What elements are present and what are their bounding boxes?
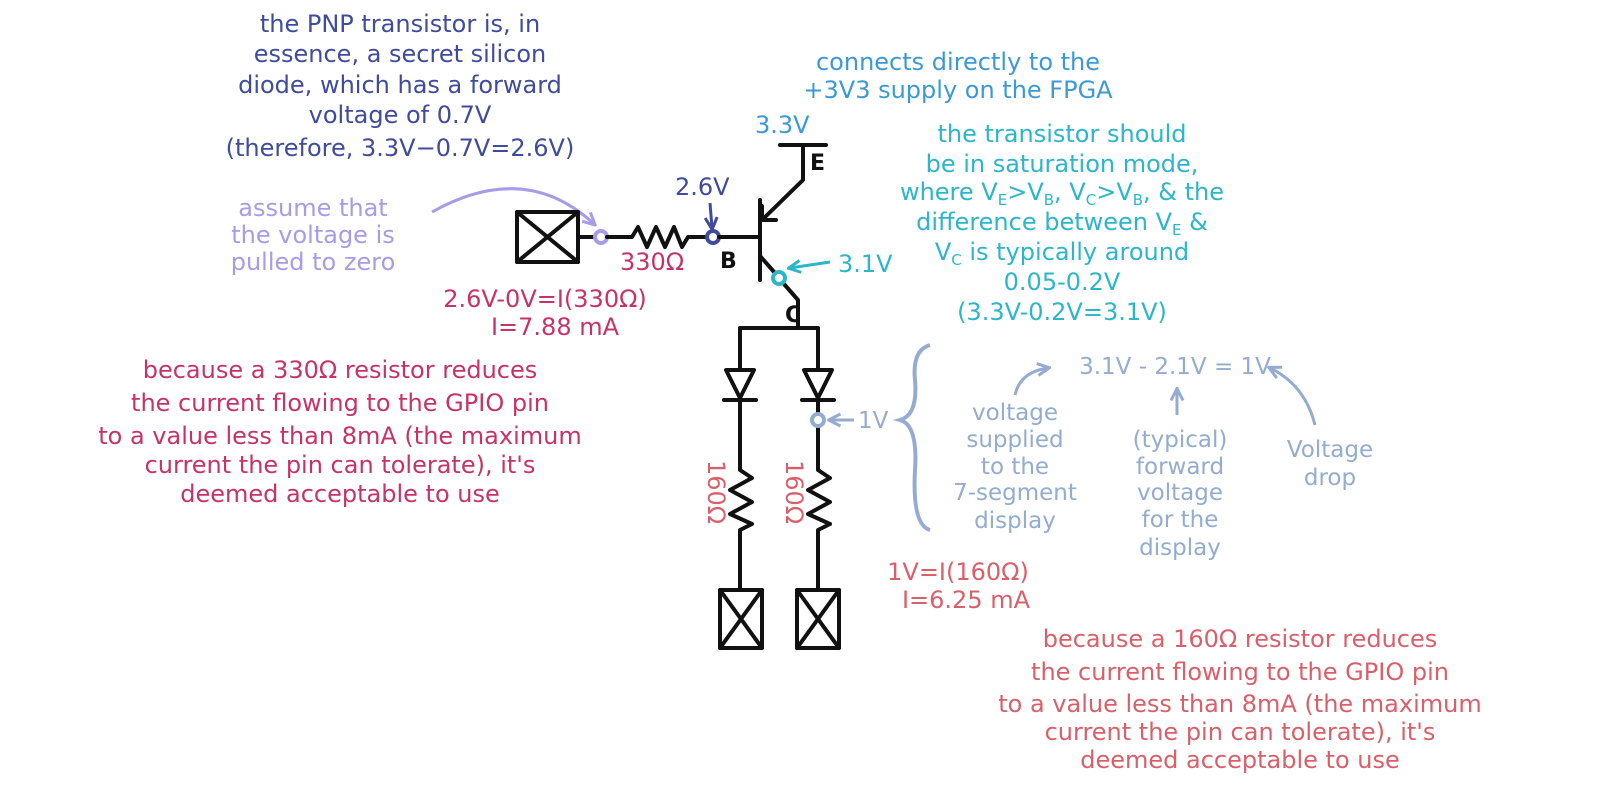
note-line: be in saturation mode,	[926, 150, 1199, 178]
reason-line: deemed acceptable to use	[180, 480, 500, 508]
led-left	[722, 368, 758, 402]
led-right	[800, 368, 836, 402]
drop-label: Voltage drop	[1287, 437, 1373, 491]
node-marker	[771, 270, 787, 286]
pnp-transistor	[758, 143, 828, 330]
reason-line: to a value less than 8mA (the maximum	[98, 422, 581, 450]
supply-note: connects directly to the +3V3 supply on …	[803, 48, 1113, 104]
collector-label: C	[785, 303, 801, 328]
segment-reason: because a 160Ω resistor reduces the curr…	[998, 625, 1481, 774]
label-line: for the	[1142, 507, 1219, 533]
reason-line: the current flowing to the GPIO pin	[131, 389, 549, 417]
label-line: supplied	[966, 427, 1063, 453]
assume-note: assume that the voltage is pulled to zer…	[231, 194, 396, 276]
drop-equation: 3.1V - 2.1V = 1V	[1079, 354, 1271, 380]
supply-voltage-label: 3.3V	[755, 111, 810, 139]
note-line: where VE>VB, VC>VB, & the	[900, 178, 1224, 209]
segment-resistor-label: 160Ω	[780, 460, 808, 524]
label-line: to the	[981, 454, 1049, 480]
saturation-note: the transistor should be in saturation m…	[900, 120, 1224, 326]
note-line: 0.05-0.2V	[1004, 268, 1121, 296]
note-line: assume that	[238, 194, 387, 222]
gpio-box-right	[795, 588, 841, 650]
calc-line: I=6.25 mA	[902, 586, 1031, 614]
calc-line: 1V=I(160Ω)	[887, 558, 1029, 586]
calc-line: I=7.88 mA	[491, 313, 620, 341]
pnp-note: the PNP transistor is, in essence, a sec…	[226, 10, 575, 162]
resistor-160-left	[728, 398, 754, 592]
reason-line: current the pin can tolerate), it's	[145, 451, 536, 479]
brace-icon	[892, 343, 931, 532]
note-line: diode, which has a forward	[238, 71, 562, 99]
segment-calc: 1V=I(160Ω) I=6.25 mA	[887, 558, 1030, 614]
arrow-icon	[790, 262, 831, 268]
label-line: display	[974, 508, 1056, 534]
base-calc: 2.6V-0V=I(330Ω) I=7.88 mA	[443, 285, 647, 341]
label-line: display	[1139, 535, 1221, 561]
base-reason: because a 330Ω resistor reduces the curr…	[98, 356, 581, 508]
note-line: difference between VE &	[916, 208, 1208, 239]
note-line: (3.3V-0.2V=3.1V)	[957, 298, 1167, 326]
reason-line: the current flowing to the GPIO pin	[1031, 658, 1449, 686]
circuit: E B C	[515, 143, 841, 650]
label-line: Voltage	[1287, 437, 1373, 463]
label-line: (typical)	[1133, 427, 1228, 453]
collector-voltage-label: 3.1V	[838, 250, 893, 278]
reason-line: deemed acceptable to use	[1080, 746, 1400, 774]
emitter-label: E	[810, 151, 825, 176]
gpio-box-base	[515, 210, 580, 264]
reason-line: to a value less than 8mA (the maximum	[998, 690, 1481, 718]
calc-line: 2.6V-0V=I(330Ω)	[443, 285, 647, 313]
label-line: forward	[1136, 454, 1224, 480]
reason-line: because a 160Ω resistor reduces	[1043, 625, 1438, 653]
note-line: pulled to zero	[231, 248, 396, 276]
gpio-box-left	[718, 588, 764, 650]
note-line: the voltage is	[231, 221, 395, 249]
resistor-160-right	[806, 398, 832, 592]
note-line: voltage of 0.7V	[309, 101, 492, 129]
note-line: connects directly to the	[816, 48, 1100, 76]
reason-line: because a 330Ω resistor reduces	[143, 356, 538, 384]
label-line: voltage	[972, 400, 1058, 426]
reason-line: current the pin can tolerate), it's	[1045, 718, 1436, 746]
arrow-icon	[1270, 368, 1317, 426]
note-line: +3V3 supply on the FPGA	[803, 76, 1113, 104]
note-line: the PNP transistor is, in	[260, 10, 540, 38]
label-line: drop	[1304, 465, 1356, 491]
base-label: B	[720, 249, 737, 274]
label-line: 7-segment	[953, 480, 1077, 506]
note-line: (therefore, 3.3V−0.7V=2.6V)	[226, 134, 575, 162]
note-line: the transistor should	[938, 120, 1187, 148]
base-resistor-label: 330Ω	[620, 248, 684, 276]
forward-label: (typical) forward voltage for the displa…	[1133, 427, 1228, 561]
base-voltage-label: 2.6V	[675, 173, 730, 201]
segment-voltage-label: 1V	[858, 408, 889, 434]
arrow-icon	[710, 202, 712, 228]
label-line: voltage	[1137, 480, 1223, 506]
note-line: VC is typically around	[935, 238, 1189, 269]
supplied-label: voltage supplied to the 7-segment displa…	[953, 400, 1077, 534]
resistor-330	[605, 225, 709, 249]
note-line: essence, a secret silicon	[254, 40, 547, 68]
node-marker	[810, 412, 826, 428]
arrow-icon	[1013, 368, 1048, 396]
segment-resistor-label: 160Ω	[702, 460, 730, 524]
